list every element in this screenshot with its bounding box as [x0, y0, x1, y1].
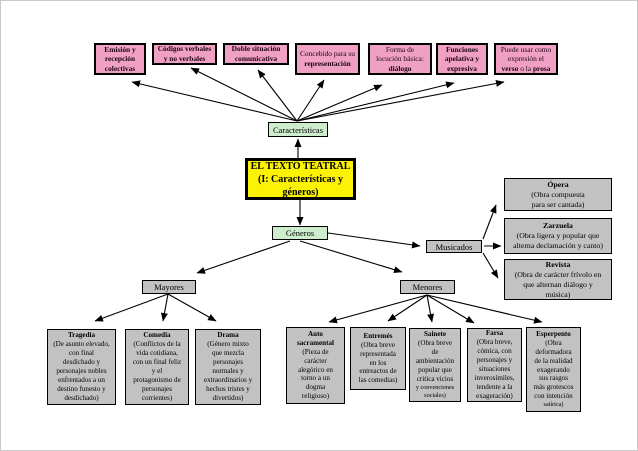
- node-title: Ópera: [547, 179, 569, 189]
- node-title: Comedia: [143, 331, 171, 340]
- edge-caracteristicas-codigos: [190, 67, 298, 122]
- node-body: (Obra breve, cómica, con personajes y si…: [474, 338, 515, 400]
- node-title: Zarzuela: [543, 221, 573, 230]
- edge-mayores-tragedia: [94, 293, 169, 322]
- node-text: Concebido para su representación: [300, 49, 355, 68]
- node-body: (Obra breve de ambientación popular que …: [415, 339, 455, 383]
- node-body-small: y convenciones sociales): [415, 383, 455, 399]
- node-menores: Menores: [400, 280, 455, 294]
- node-text: Funciones apelativa y expresiva: [445, 45, 479, 74]
- node-text-plain: Forma de locución básica:: [376, 44, 424, 64]
- node-entremes: Entremés(Obra breve representada en los …: [350, 327, 406, 390]
- node-zarzuela: Zarzuela(Obra ligera y popular que alter…: [504, 218, 612, 254]
- node-concebido: Concebido para su representación: [295, 43, 360, 75]
- edge-group: [94, 67, 543, 324]
- node-comedia: Comedia(Conflictos de la vida cotidiana,…: [125, 329, 189, 405]
- node-codigos: Códigos verbales y no verbales: [152, 43, 217, 65]
- node-sainete: Sainete(Obra breve de ambientación popul…: [409, 328, 461, 402]
- node-body: (Género mixto que mezcla personajes norm…: [203, 340, 253, 402]
- node-text: Emisión y recepción colectivas: [104, 45, 135, 74]
- edge-menores-sainete: [426, 294, 434, 323]
- edge-menores-esperpento: [426, 294, 543, 324]
- node-revista: Revista(Obra de carácter frívolo en que …: [504, 259, 612, 300]
- node-title: Entremés: [363, 331, 393, 340]
- node-text: Musicados: [435, 241, 473, 252]
- node-esperpento: Esperpento(Obra deformadora de la realid…: [526, 327, 581, 412]
- node-text-bold: Funciones apelativa y expresiva: [444, 44, 480, 73]
- node-auto-sacramental: Auto sacramental(Pieza de carácter alegó…: [286, 327, 345, 404]
- edge-caracteristicas-verso: [296, 80, 505, 122]
- node-body: (De asunto elevado, con final desdichado…: [53, 340, 110, 402]
- node-farsa: Farsa(Obra breve, cómica, con personajes…: [467, 328, 522, 402]
- node-text-bold: prosa: [532, 63, 551, 73]
- node-body: (Conflictos de la vida cotidiana, con un…: [132, 340, 182, 402]
- node-caracteristicas: Características: [268, 122, 328, 137]
- page-title: EL TEXTO TEATRAL (I: Características y g…: [250, 160, 351, 198]
- node-text-bold: Emisión y recepción colectivas: [104, 44, 136, 73]
- edge-generos-mayores: [196, 240, 291, 274]
- node-text-plain: Concebido para su: [299, 49, 355, 59]
- node-emision: Emisión y recepción colectivas: [94, 43, 146, 75]
- node-title: Farsa: [485, 329, 504, 338]
- node-body: (Obra breve representada en los entreact…: [358, 340, 398, 385]
- node-title: Esperpento: [536, 329, 571, 338]
- edge-menores-farsa: [426, 294, 475, 324]
- node-text: Doble situación comunicativa: [232, 44, 281, 63]
- node-text: Menores: [412, 282, 443, 292]
- node-verso-prosa: Puede usar como expresión el verso o la …: [494, 43, 558, 75]
- node-generos: Géneros: [272, 226, 328, 240]
- node-text: Características: [272, 124, 324, 135]
- node-body-small: satírica): [543, 401, 564, 409]
- node-text-bold: verso: [501, 63, 519, 73]
- edge-mayores-drama: [167, 293, 217, 322]
- node-forma-locucion: Forma de locución básica: diálogo: [368, 43, 432, 75]
- edge-caracteristicas-funciones: [296, 81, 455, 122]
- node-body: (Obra de carácter frívolo en que alterna…: [514, 269, 602, 299]
- node-title: Drama: [217, 331, 239, 340]
- edge-menores-entremes: [387, 294, 428, 322]
- node-text: Forma de locución básica: diálogo: [376, 45, 424, 74]
- node-musicados: Musicados: [426, 240, 482, 253]
- node-title: Sainete: [423, 330, 447, 339]
- node-text-plain: o la: [518, 63, 533, 73]
- node-opera: Ópera(Obra compuesta para ser cantada): [504, 178, 612, 211]
- node-doble-situacion: Doble situación comunicativa: [223, 43, 289, 65]
- node-text: Mayores: [154, 282, 184, 292]
- node-body: (Obra deformadora de la realidad exagera…: [533, 338, 574, 401]
- edge-caracteristicas-concebido: [296, 79, 325, 122]
- edge-caracteristicas-doble: [257, 69, 298, 122]
- node-title: Tragedia: [67, 331, 96, 340]
- node-funciones: Funciones apelativa y expresiva: [436, 43, 488, 75]
- node-body: (Obra compuesta para ser cantada): [531, 189, 585, 209]
- node-body: (Obra ligera y popular que alterna decla…: [513, 231, 603, 250]
- edge-generos-musicados: [327, 232, 421, 249]
- node-text-bold: Doble situación comunicativa: [231, 44, 281, 63]
- node-text-plain: Puede usar como expresión el: [500, 44, 552, 64]
- node-text: Puede usar como expresión el verso o la …: [501, 45, 552, 74]
- node-text-bold: diálogo: [388, 63, 412, 73]
- node-title: Auto sacramental: [296, 329, 335, 347]
- edge-caracteristicas-forma: [296, 84, 383, 122]
- node-drama: Drama(Género mixto que mezcla personajes…: [195, 329, 261, 405]
- node-text: Géneros: [285, 228, 315, 238]
- node-text-bold: representación: [304, 59, 351, 68]
- node-body: (Pieza de carácter alegórico en torno a …: [298, 347, 333, 401]
- node-text-bold: Códigos verbales y no verbales: [157, 44, 212, 63]
- node-title: Revista: [545, 259, 571, 269]
- edge-generos-menores: [299, 240, 403, 274]
- edge-musicados-opera: [482, 204, 497, 240]
- edge-caracteristicas-emision: [131, 80, 298, 122]
- node-mayores: Mayores: [142, 280, 196, 294]
- edge-musicados-revista: [482, 252, 499, 279]
- edge-menores-auto: [328, 294, 428, 324]
- node-text: Códigos verbales y no verbales: [158, 44, 212, 63]
- edge-mayores-comedia: [161, 293, 169, 322]
- node-tragedia: Tragedia(De asunto elevado, con final de…: [47, 329, 116, 405]
- node-titulo: EL TEXTO TEATRAL (I: Características y g…: [245, 158, 356, 200]
